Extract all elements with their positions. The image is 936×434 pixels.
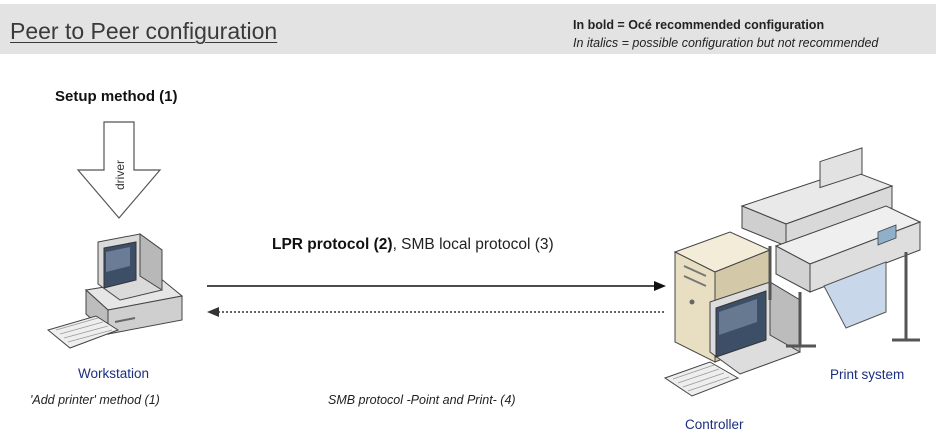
setup-method-label: Setup method (1) [55,88,178,105]
legend: In bold = Océ recommended configuration … [573,16,878,52]
legend-italic-text: In italics = possible configuration but … [573,36,879,50]
page-title: Peer to Peer configuration [10,18,278,44]
smb-point-and-print-label: SMB protocol -Point and Print- (4) [328,393,516,407]
lpr-protocol-bold: LPR protocol (2) [272,236,393,253]
controller-label: Controller [685,417,744,432]
print-system-label: Print system [830,367,905,382]
lpr-protocol-label: LPR protocol (2), SMB local protocol (3) [272,236,554,254]
header-bar: Peer to Peer configuration In bold = Océ… [0,4,936,54]
legend-bold-text: In bold = Océ recommended configuration [573,18,825,32]
add-printer-method-label: 'Add printer' method (1) [30,393,160,407]
print-system-printer [740,147,922,348]
driver-down-arrow: driver [76,121,162,219]
lpr-protocol-arrow [207,281,666,291]
controller-computer [663,231,801,397]
driver-arrow-label: driver [113,160,127,190]
workstation-computer [46,233,184,349]
workstation-label: Workstation [78,366,150,381]
smb-local-protocol-text: , SMB local protocol (3) [392,236,554,253]
smb-point-print-arrow [207,307,666,317]
